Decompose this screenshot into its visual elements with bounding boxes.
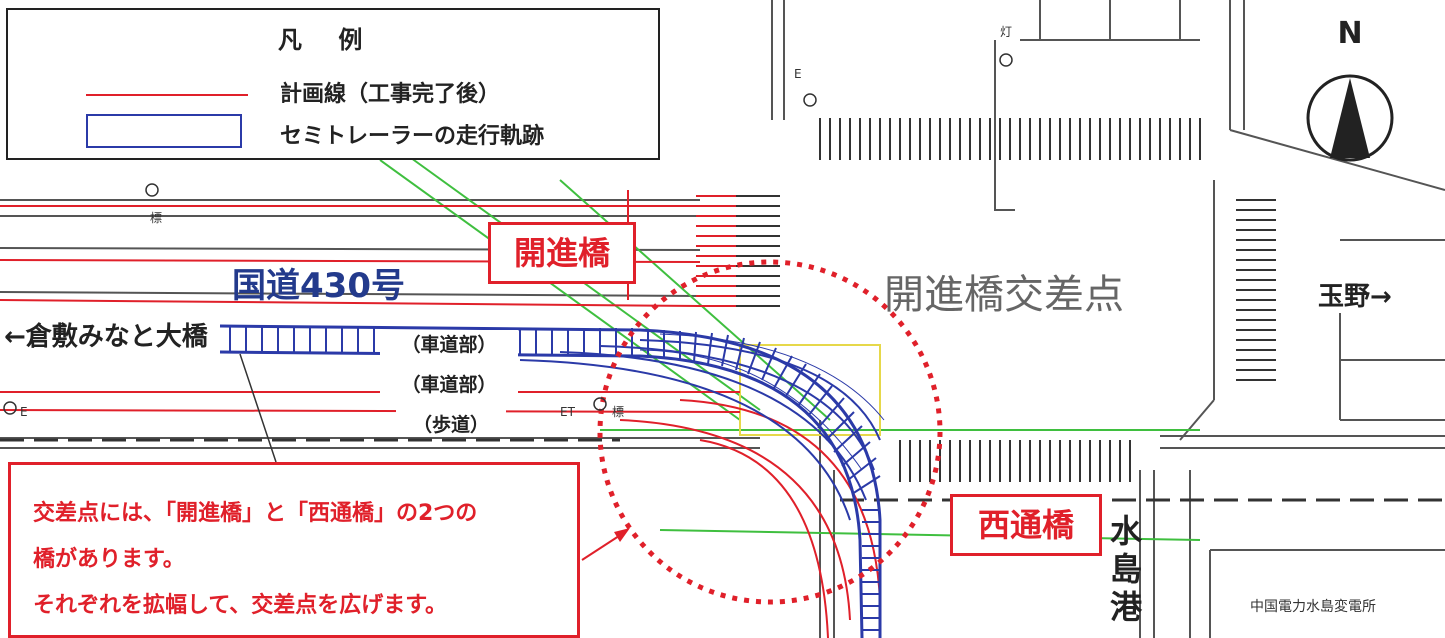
- mark-hyo-1: 標: [150, 211, 162, 225]
- callout-line-1: 交差点には、「開進橋」と「西通橋」の2つの: [33, 501, 478, 526]
- callout-arrow-head: [614, 528, 630, 542]
- leader-line: [239, 353, 277, 463]
- crosswalks: [736, 118, 1276, 482]
- mark-et: ET: [560, 405, 576, 419]
- road-section-sidewalk: （歩道）: [396, 410, 506, 437]
- north-compass: N: [1300, 16, 1400, 170]
- direction-west-label: ←倉敷みなと大橋: [4, 316, 208, 353]
- mark-hyo-2: 標: [612, 405, 624, 419]
- route-label: 国道430号: [232, 266, 405, 306]
- callout-line-3: それぞれを拡幅して、交差点を広げます。: [33, 593, 448, 618]
- callout-line-2: 橋があります。: [33, 547, 185, 572]
- mark-e-2: E: [20, 405, 28, 419]
- road-section-lane-2: （車道部）: [380, 370, 518, 397]
- direction-east-label: 玉野→: [1318, 276, 1392, 313]
- mark-lamp: 灯: [1000, 25, 1012, 39]
- substation-label: 中国電力水島変電所: [1250, 599, 1376, 615]
- road-section-lane-1: （車道部）: [380, 330, 518, 357]
- legend-blue-box-swatch: [86, 114, 242, 148]
- intersection-label: 開進橋交差点: [884, 272, 1124, 318]
- dashed-lines: [0, 438, 1445, 502]
- compass-arrow-icon: [1306, 74, 1394, 162]
- map-symbols: [3, 53, 1013, 415]
- legend-planned-line-label: 計画線（工事完了後）: [280, 82, 501, 107]
- trajectory: [219, 324, 885, 638]
- highlight-circle: [597, 259, 943, 605]
- bridge-label-nishidori: 西通橋: [950, 494, 1102, 556]
- compass-n-label: N: [1337, 16, 1363, 51]
- map-marks: 標 灯 E E ET 標: [20, 25, 1012, 419]
- legend-title: 凡 例: [278, 26, 377, 54]
- direction-south-label: 水島港: [1109, 512, 1142, 626]
- mark-e-1: E: [794, 67, 802, 81]
- explanation-callout: 交差点には、「開進橋」と「西通橋」の2つの 橋があります。 それぞれを拡幅して、…: [8, 462, 580, 638]
- legend-box: 凡 例 計画線（工事完了後） セミトレーラーの走行軌跡: [6, 8, 660, 160]
- bridge-label-kaishin: 開進橋: [488, 222, 636, 284]
- legend-red-line-swatch: [86, 94, 248, 96]
- callout-arrow-line: [581, 533, 623, 561]
- yellow-frame: [739, 344, 881, 436]
- legend-trajectory-label: セミトレーラーの走行軌跡: [280, 124, 545, 149]
